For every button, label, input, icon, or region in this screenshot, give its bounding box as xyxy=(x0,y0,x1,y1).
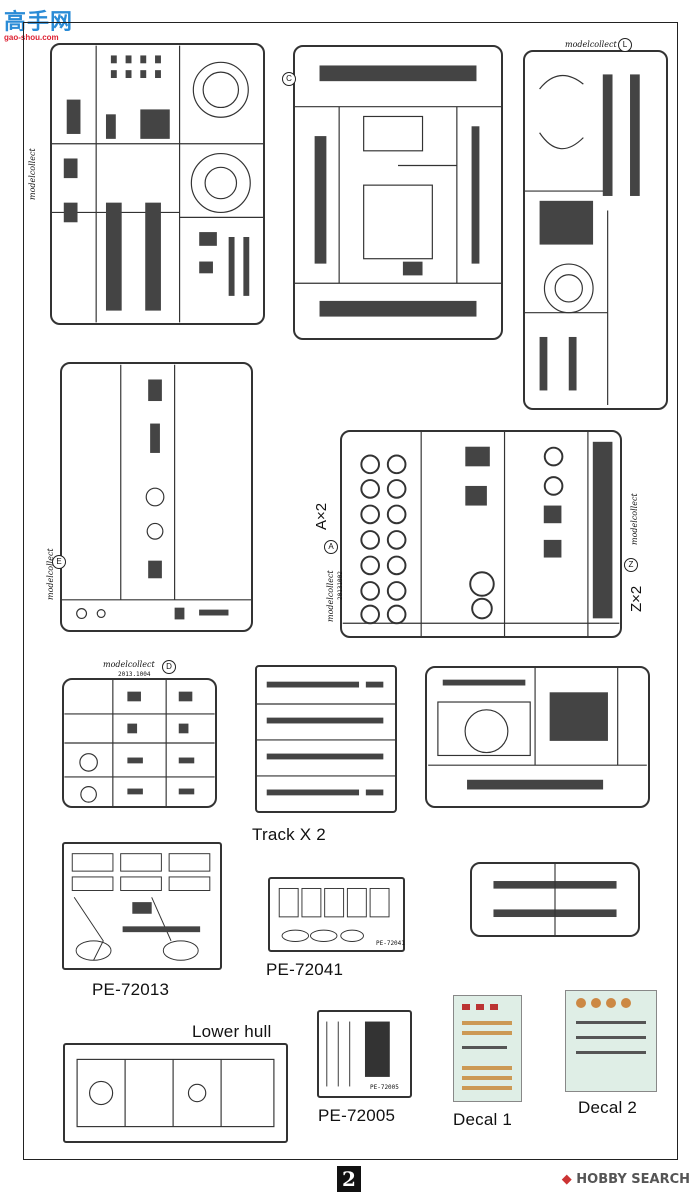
label-track: Track X 2 xyxy=(252,825,326,844)
sprue-middle-left xyxy=(60,362,253,632)
page-number: 2 xyxy=(337,1166,361,1192)
label-lower-hull: Lower hull xyxy=(192,1022,272,1041)
hobby-search-text: HOBBY SEARCH xyxy=(576,1172,690,1187)
sprue-letter-d: D xyxy=(162,660,176,674)
label-z-times-2: Z×2 xyxy=(628,585,645,612)
track-sprue xyxy=(255,665,397,813)
sprue-top-center xyxy=(293,45,503,340)
page-frame xyxy=(23,22,678,1160)
label-a-times-2: A×2 xyxy=(313,502,330,530)
sprue-top-right xyxy=(523,50,668,410)
sprue-letter-z: Z xyxy=(624,558,638,572)
label-decal-2: Decal 2 xyxy=(578,1098,638,1117)
brand-top-right: modelcollect xyxy=(565,40,617,49)
sprue-letter-c: C xyxy=(282,72,296,86)
brand-a: modelcollect xyxy=(326,570,335,622)
sprue-bottom-right xyxy=(470,862,640,937)
label-decal-1: Decal 1 xyxy=(453,1110,513,1129)
label-pe-72005: PE-72005 xyxy=(318,1106,396,1125)
brand-d: modelcollect xyxy=(103,660,155,669)
sprue-d xyxy=(62,678,217,808)
pe-72041-sheet xyxy=(268,877,405,952)
side-brand-1: modelcollect xyxy=(28,148,37,200)
pe-72005-sheet xyxy=(317,1010,412,1098)
pe-72041-small: PE-72041 xyxy=(376,940,405,947)
sprue-top-left xyxy=(50,43,265,325)
label-pe-72013: PE-72013 xyxy=(92,980,170,999)
hobby-search-mark-icon: ◆ xyxy=(561,1172,572,1187)
code-a: 20131002 xyxy=(337,571,344,600)
pe-72013-sheet xyxy=(62,842,222,970)
brand-z: modelcollect xyxy=(630,493,639,545)
sprue-letter-a: A xyxy=(324,540,338,554)
label-pe-72041: PE-72041 xyxy=(266,960,344,979)
code-d: 2013.1004 xyxy=(118,671,151,678)
watermark-logo: 高手网 gao-shou.com xyxy=(4,4,73,42)
watermark-url: gao-shou.com xyxy=(4,33,59,42)
sprue-upper-hull xyxy=(425,666,650,808)
pe-72005-small: PE-72005 xyxy=(370,1084,399,1091)
sprue-letter-l: L xyxy=(618,38,632,52)
watermark-cn: 高手网 xyxy=(4,9,74,34)
decal-2-sheet xyxy=(565,990,657,1092)
decal-1-sheet xyxy=(453,995,522,1102)
hobby-search-watermark: ◆ HOBBY SEARCH xyxy=(562,1172,690,1187)
sprue-a xyxy=(340,430,622,638)
lower-hull xyxy=(63,1043,288,1143)
sprue-letter-e: E xyxy=(52,555,66,569)
